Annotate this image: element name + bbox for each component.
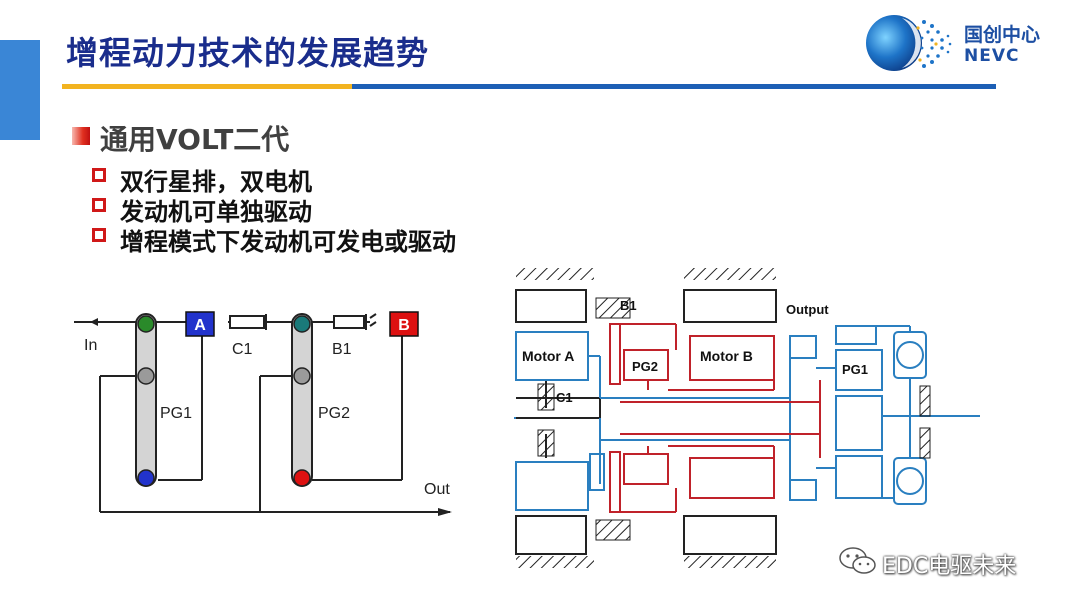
c1-label: C1	[232, 341, 253, 358]
pg2-label: PG2	[318, 405, 350, 422]
pg2-label: PG2	[632, 359, 658, 374]
wechat-icon	[839, 547, 876, 574]
bullet-text: 增程模式下发动机可发电或驱动	[120, 228, 456, 256]
section-heading-text: 通用VOLT二代	[100, 123, 290, 156]
logo-english-text: NEVC	[964, 46, 1020, 66]
title-underline-blue	[352, 84, 996, 89]
pg1-label: PG1	[842, 362, 868, 377]
pg2-bottom-node	[293, 469, 311, 487]
bullet-text: 发动机可单独驱动	[120, 198, 312, 226]
checkbox-bullet-icon	[92, 168, 106, 182]
motor-a-label: Motor A	[522, 348, 574, 364]
logo-chinese-text: 国创中心	[964, 24, 1041, 46]
checkbox-bullet-icon	[92, 228, 106, 242]
c1-label: C1	[556, 390, 573, 405]
stick-diagram: B1 Output Motor A Motor B PG2 PG1 C1	[514, 268, 980, 568]
heading-marker-icon	[72, 127, 90, 145]
b1-label: B1	[332, 341, 352, 358]
pg1-top-node	[137, 315, 155, 333]
pg1-label: PG1	[160, 405, 192, 422]
title-underline-gold	[62, 84, 352, 89]
out-label: Out	[424, 481, 450, 498]
lever-diagram: A B In C1 B1 PG1 PG2 Out	[74, 311, 452, 516]
brake-a-label: A	[194, 317, 206, 334]
pg2-lever	[291, 313, 313, 487]
b1-label: B1	[620, 298, 637, 313]
output-label: Output	[786, 302, 829, 317]
globe-logo-icon	[866, 15, 952, 71]
left-accent-bar	[0, 40, 40, 140]
brake-b-label: B	[398, 317, 410, 334]
motor-b-label: Motor B	[700, 348, 753, 364]
nevc-logo: 国创中心 NEVC	[862, 12, 1062, 74]
slide-title: 增程动力技术的发展趋势	[66, 34, 430, 72]
brake-b-box	[389, 311, 419, 337]
brake-a-box	[185, 311, 215, 337]
pg1-lever	[135, 313, 157, 487]
watermark-text: EDC电驱未来	[882, 554, 1017, 579]
checkbox-bullet-icon	[92, 198, 106, 212]
bullet-text: 双行星排，双电机	[120, 168, 312, 196]
pg1-middle-node	[137, 367, 155, 385]
pg2-top-node	[293, 315, 311, 333]
in-label: In	[84, 337, 97, 354]
pg2-middle-node	[293, 367, 311, 385]
pg1-bottom-node	[137, 469, 155, 487]
